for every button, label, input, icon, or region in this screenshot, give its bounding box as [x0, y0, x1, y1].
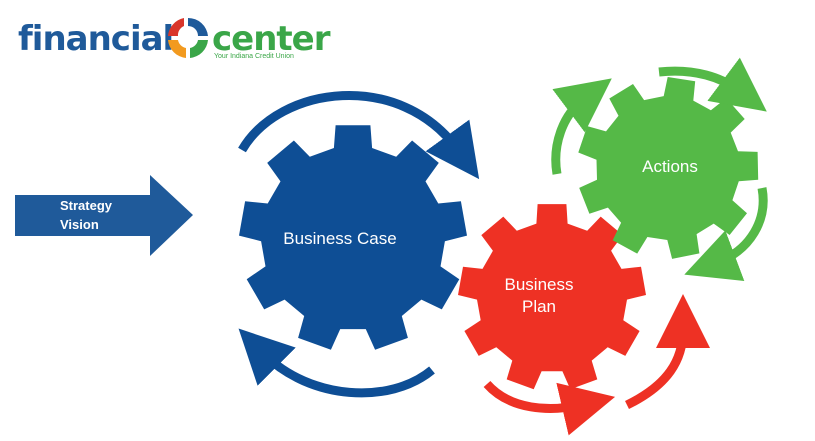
business-plan-right-rotation-arrow — [625, 294, 710, 410]
business-case-label: Business Case — [283, 229, 397, 248]
actions-label: Actions — [642, 157, 698, 176]
strategy-vision-arrow — [15, 175, 193, 256]
actions-left-rotation-arrow — [551, 78, 612, 175]
business-plan-bottom-rotation-arrow — [483, 380, 616, 436]
business-plan-label-line: Plan — [521, 297, 557, 316]
arrow-label-line: Vision — [60, 217, 99, 232]
actions-gear — [578, 77, 759, 259]
logo-tagline: Your Indiana Credit Union — [214, 53, 294, 60]
logo-word-center: center — [212, 19, 330, 59]
business-plan-gear — [458, 204, 646, 390]
financial-center-logo: financial center Your Indiana Credit Uni… — [18, 12, 330, 68]
business-plan-label-line: Business — [504, 275, 574, 294]
business-plan-label: Business Plan — [484, 274, 594, 318]
actions-right-rotation-arrow — [684, 187, 768, 281]
business-case-gear — [239, 125, 467, 350]
arrow-label-line: Strategy — [60, 198, 113, 213]
logo-swirl-icon — [168, 17, 208, 58]
business-case-top-rotation-arrow — [238, 91, 480, 180]
strategy-vision-label: Strategy Vision — [60, 196, 140, 234]
business-case-bottom-rotation-arrow — [238, 328, 435, 398]
logo-word-financial: financial — [18, 19, 174, 59]
actions-top-rotation-arrow — [658, 57, 767, 112]
